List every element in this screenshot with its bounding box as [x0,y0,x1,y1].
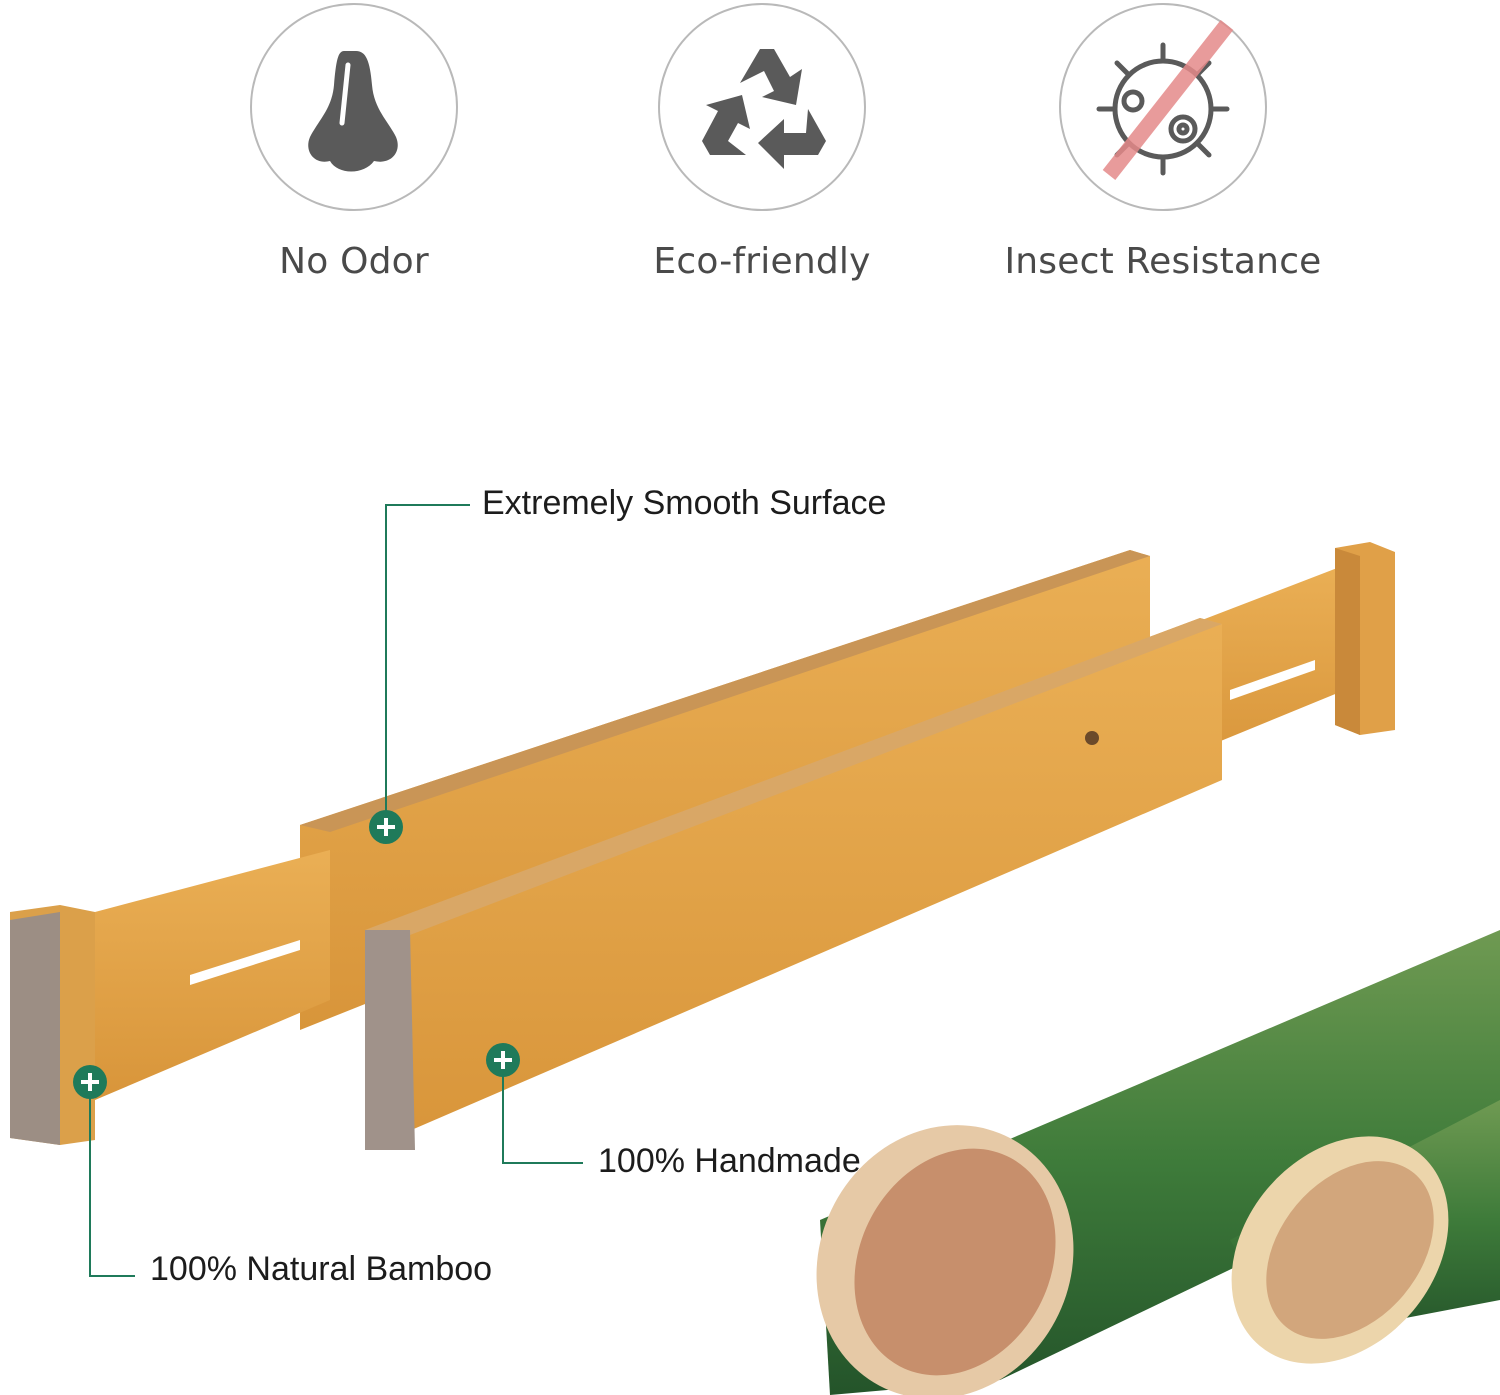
bamboo-tubes [816,930,1500,1395]
feature-eco-friendly: Eco-friendly [562,0,962,282]
plus-marker [73,1065,107,1099]
no-bug-icon [1059,3,1267,211]
nose-icon [250,3,458,211]
feature-insect-resistance: Insect Resistance [963,0,1363,282]
callout-line-handmade [502,1060,583,1164]
callout-smooth-surface: Extremely Smooth Surface [482,484,887,522]
callout-line-bamboo [89,1082,135,1277]
front-divider [365,618,1222,1150]
feature-no-odor: No Odor [154,0,554,282]
callout-natural-bamboo: 100% Natural Bamboo [150,1250,493,1288]
recycle-icon [658,3,866,211]
feature-label: Insect Resistance [1004,241,1322,282]
feature-label: No Odor [279,241,429,282]
callout-line-surface [385,504,470,826]
callout-handmade: 100% Handmade [598,1142,861,1180]
feature-label: Eco-friendly [653,241,871,282]
plus-marker [369,810,403,844]
plus-marker [486,1043,520,1077]
